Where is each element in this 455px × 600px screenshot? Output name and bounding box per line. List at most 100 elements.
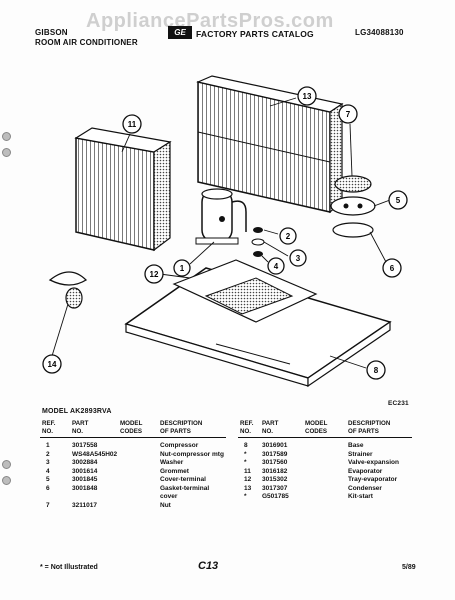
callout-11: 11 (122, 114, 142, 134)
svg-text:12: 12 (150, 270, 159, 279)
exploded-parts-diagram: 13 11 7 5 6 2 3 4 1 12 8 14 (42, 75, 408, 388)
part-number-cell: G501785 (262, 493, 289, 500)
ref-cell: * (244, 493, 247, 500)
part-number-cell: 3015302 (262, 476, 288, 483)
left-header-codes: MODEL CODES (120, 420, 143, 435)
callout-6: 6 (382, 258, 402, 278)
table-row: cover (42, 492, 232, 501)
description-cell: Valve-expansion (348, 459, 399, 466)
table-row: 5 3001845 Cover-terminal (42, 475, 232, 484)
ref-cell: 2 (46, 450, 50, 458)
binder-holes (0, 0, 12, 600)
ref-cell: 4 (46, 467, 50, 475)
part-number-cell: 3017307 (262, 484, 288, 492)
part-number-cell: 3001845 (72, 476, 98, 483)
description-cell: Cover-terminal (160, 476, 206, 483)
svg-text:3: 3 (296, 254, 301, 263)
callout-5: 5 (388, 190, 408, 210)
callout-13: 13 (297, 86, 317, 106)
table-row: 2 WS48A545H02 Nut-compressor mtg (42, 450, 232, 459)
callout-14: 14 (42, 354, 62, 374)
part-number-cell: 3017558 (72, 442, 98, 449)
model-line: MODEL AK2893RVA (42, 408, 112, 415)
svg-text:5: 5 (396, 196, 401, 205)
watermark: AppliancePartsPros.com (86, 10, 334, 32)
part-number-cell: 3001614 (72, 467, 98, 475)
ref-cell: * (244, 450, 247, 458)
part-number-cell: 3211017 (72, 501, 97, 509)
table-row: * 3017560 Valve-expansion (240, 458, 420, 467)
callout-12: 12 (144, 264, 164, 284)
right-header-ref: REF. NO. (240, 420, 254, 435)
description-cell: Nut-compressor mtg (160, 450, 224, 458)
description-cell: Kit-start (348, 493, 373, 500)
description-cell: Compressor (160, 442, 199, 449)
part-number-cell: 3017589 (262, 450, 288, 458)
description-cell: cover (160, 493, 178, 500)
callout-3: 3 (289, 249, 307, 267)
part-number-cell: 3002884 (72, 459, 98, 466)
part-number-cell: 3016901 (262, 442, 288, 449)
table-row: 13 3017307 Condenser (240, 484, 420, 493)
start-kit-illustration (48, 271, 88, 309)
ref-cell: 7 (46, 501, 50, 509)
part-number-cell: WS48A545H02 (72, 450, 118, 458)
description-cell: Tray-evaporator (348, 476, 398, 483)
description-cell: Base (348, 442, 364, 449)
svg-text:1: 1 (180, 264, 185, 273)
svg-text:11: 11 (128, 120, 137, 129)
ref-cell: 5 (46, 476, 50, 483)
table-row: 3 3002884 Washer (42, 458, 232, 467)
mounting-hardware-illustration (251, 227, 265, 257)
description-cell: Washer (160, 459, 184, 466)
svg-text:14: 14 (48, 360, 57, 369)
right-header-description: DESCRIPTION OF PARTS (348, 420, 391, 435)
left-header-description: DESCRIPTION OF PARTS (160, 420, 203, 435)
svg-text:4: 4 (274, 262, 279, 271)
ref-cell: 11 (244, 467, 251, 475)
left-header-part: PART NO. (72, 420, 89, 435)
ref-cell: 3 (46, 459, 50, 466)
callout-4: 4 (267, 257, 285, 275)
svg-text:7: 7 (346, 110, 351, 119)
ref-cell: 8 (244, 442, 248, 449)
table-row: * G501785 Kit-start (240, 492, 420, 501)
left-header-ref: REF. NO. (42, 420, 56, 435)
svg-text:6: 6 (390, 264, 395, 273)
part-number-cell: 3016182 (262, 467, 288, 475)
left-header-rule (40, 437, 226, 438)
footnote: * = Not Illustrated (40, 564, 98, 571)
part-number-cell: 3017560 (262, 459, 288, 466)
callout-1: 1 (173, 259, 191, 277)
figure-code: EC231 (388, 400, 409, 407)
description-cell: Nut (160, 501, 171, 509)
catalog-title: FACTORY PARTS CATALOG (196, 29, 314, 39)
brand-name: GIBSON (35, 28, 68, 37)
table-row: 12 3015302 Tray-evaporator (240, 475, 420, 484)
callout-2: 2 (279, 227, 297, 245)
right-header-rule (238, 437, 412, 438)
table-row: 7 3211017 Nut (42, 501, 232, 510)
date-code: 5/89 (402, 564, 416, 571)
svg-text:2: 2 (286, 232, 291, 241)
evaporator-coil-illustration (74, 127, 172, 252)
brand-logo: GE (168, 26, 192, 39)
base-pan-illustration (124, 259, 392, 388)
right-header-part: PART NO. (262, 420, 279, 435)
description-cell: Condenser (348, 484, 382, 492)
table-row: 8 3016901 Base (240, 441, 420, 450)
description-cell: Gasket-terminal (160, 484, 210, 492)
callout-8: 8 (366, 360, 386, 380)
ref-cell: * (244, 459, 247, 466)
ref-cell: 12 (244, 476, 252, 483)
ref-cell: 13 (244, 484, 252, 492)
right-header-codes: MODEL CODES (305, 420, 328, 435)
